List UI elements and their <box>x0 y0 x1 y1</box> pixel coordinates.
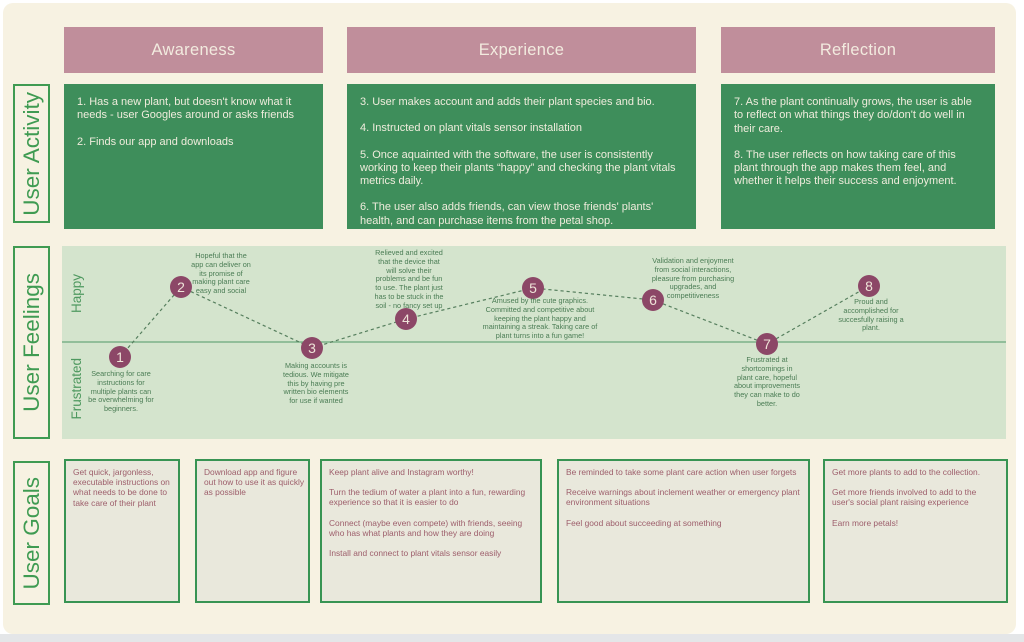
activity-box-experience: 3. User makes account and adds their pla… <box>347 84 696 229</box>
feelings-curve <box>62 285 1006 358</box>
feeling-note-2: Hopeful that the app can deliver on its … <box>191 251 251 295</box>
activity-item: 2. Finds our app and downloads <box>77 135 234 148</box>
feeling-note-1: Searching for care instructions for mult… <box>88 369 154 413</box>
goal-item: Feel good about succeeding at something <box>566 517 722 528</box>
point-number: 7 <box>763 336 771 352</box>
feelings-dashed-path <box>119 285 870 358</box>
activity-item: 8. The user reflects on how taking care … <box>734 148 957 188</box>
feeling-note-3: Making accounts is tedious. We mitigate … <box>283 361 349 405</box>
feelings-band: Happy Frustrated 1 2 3 4 5 6 7 8 Searchi… <box>62 246 1006 439</box>
feeling-note-5: Amused by the cute graphics. Committed a… <box>482 296 598 340</box>
journey-point-3: 3 <box>301 337 323 359</box>
axis-label-frustrated: Frustrated <box>62 354 90 424</box>
journey-point-1: 1 <box>109 346 131 368</box>
phase-label: Reflection <box>819 40 897 59</box>
point-number: 8 <box>865 278 873 294</box>
axis-label-text: Frustrated <box>68 358 84 420</box>
goal-item: Download app and figure out how to use i… <box>204 467 305 498</box>
journey-point-6: 6 <box>642 289 664 311</box>
activity-item: 4. Instructed on plant vitals sensor ins… <box>360 122 582 135</box>
goal-item: Turn the tedium of water a plant into a … <box>329 487 526 508</box>
axis-label-text: Happy <box>68 274 84 314</box>
journey-point-8: 8 <box>858 275 880 297</box>
activity-box-awareness: 1. Has a new plant, but doesn't know wha… <box>64 84 323 229</box>
axis-label-happy: Happy <box>62 262 90 326</box>
point-number: 5 <box>529 280 537 296</box>
point-number: 6 <box>649 292 657 308</box>
phase-header-experience: Experience <box>347 27 696 73</box>
phase-label: Experience <box>478 40 565 59</box>
phase-label: Awareness <box>151 40 236 59</box>
activity-item: 7. As the plant continually grows, the u… <box>734 96 972 135</box>
goal-item: Keep plant alive and Instagram worthy! <box>329 467 474 477</box>
phase-header-awareness: Awareness <box>64 27 323 73</box>
point-number: 2 <box>177 279 185 295</box>
activity-box-reflection: 7. As the plant continually grows, the u… <box>721 84 995 229</box>
feeling-note-4: Relieved and excited that the device tha… <box>374 248 444 310</box>
activity-item: 5. Once aquainted with the software, the… <box>360 148 676 188</box>
goal-item: Receive warnings about inclement weather… <box>566 487 800 508</box>
feeling-note-6: Validation and enjoyment from social int… <box>651 256 735 300</box>
goal-box-5: Get more plants to add to the collection… <box>823 459 1008 603</box>
row-label-user-goals: User Goals <box>13 461 50 605</box>
journey-point-5: 5 <box>522 277 544 299</box>
goal-box-2: Download app and figure out how to use i… <box>195 459 310 603</box>
goal-item: Get more plants to add to the collection… <box>832 467 981 477</box>
goal-item: Get quick, jargonless, executable instru… <box>73 467 170 508</box>
feeling-note-8: Proud and accomplished for succesfully r… <box>838 297 904 333</box>
row-label-text: User Activity <box>18 91 44 216</box>
row-label-user-activity: User Activity <box>13 84 50 223</box>
goal-box-4: Be reminded to take some plant care acti… <box>557 459 810 603</box>
bottom-edge-strip <box>0 634 1024 642</box>
goal-item: Install and connect to plant vitals sens… <box>329 548 502 559</box>
activity-item: 1. Has a new plant, but doesn't know wha… <box>77 96 295 122</box>
goal-box-3: Keep plant alive and Instagram worthy! T… <box>320 459 542 603</box>
activity-item: 6. The user also adds friends, can view … <box>360 201 654 227</box>
goal-item: Get more friends involved to add to the … <box>832 487 977 508</box>
goal-item: Connect (maybe even compete) with friend… <box>329 517 523 538</box>
journey-point-7: 7 <box>756 333 778 355</box>
feeling-note-7: Frustrated at shortcomings in plant care… <box>733 355 801 408</box>
goal-item: Earn more petals! <box>832 517 899 528</box>
point-number: 3 <box>308 340 316 356</box>
row-label-text: User Feelings <box>18 273 44 412</box>
activity-item: 3. User makes account and adds their pla… <box>360 96 655 108</box>
goal-item: Be reminded to take some plant care acti… <box>566 467 797 477</box>
phase-header-reflection: Reflection <box>721 27 995 73</box>
point-number: 4 <box>402 311 410 327</box>
journey-point-2: 2 <box>170 276 192 298</box>
row-label-text: User Goals <box>18 476 44 590</box>
journey-point-4: 4 <box>395 308 417 330</box>
point-number: 1 <box>116 349 124 365</box>
goal-box-1: Get quick, jargonless, executable instru… <box>64 459 180 603</box>
row-label-user-feelings: User Feelings <box>13 246 50 439</box>
